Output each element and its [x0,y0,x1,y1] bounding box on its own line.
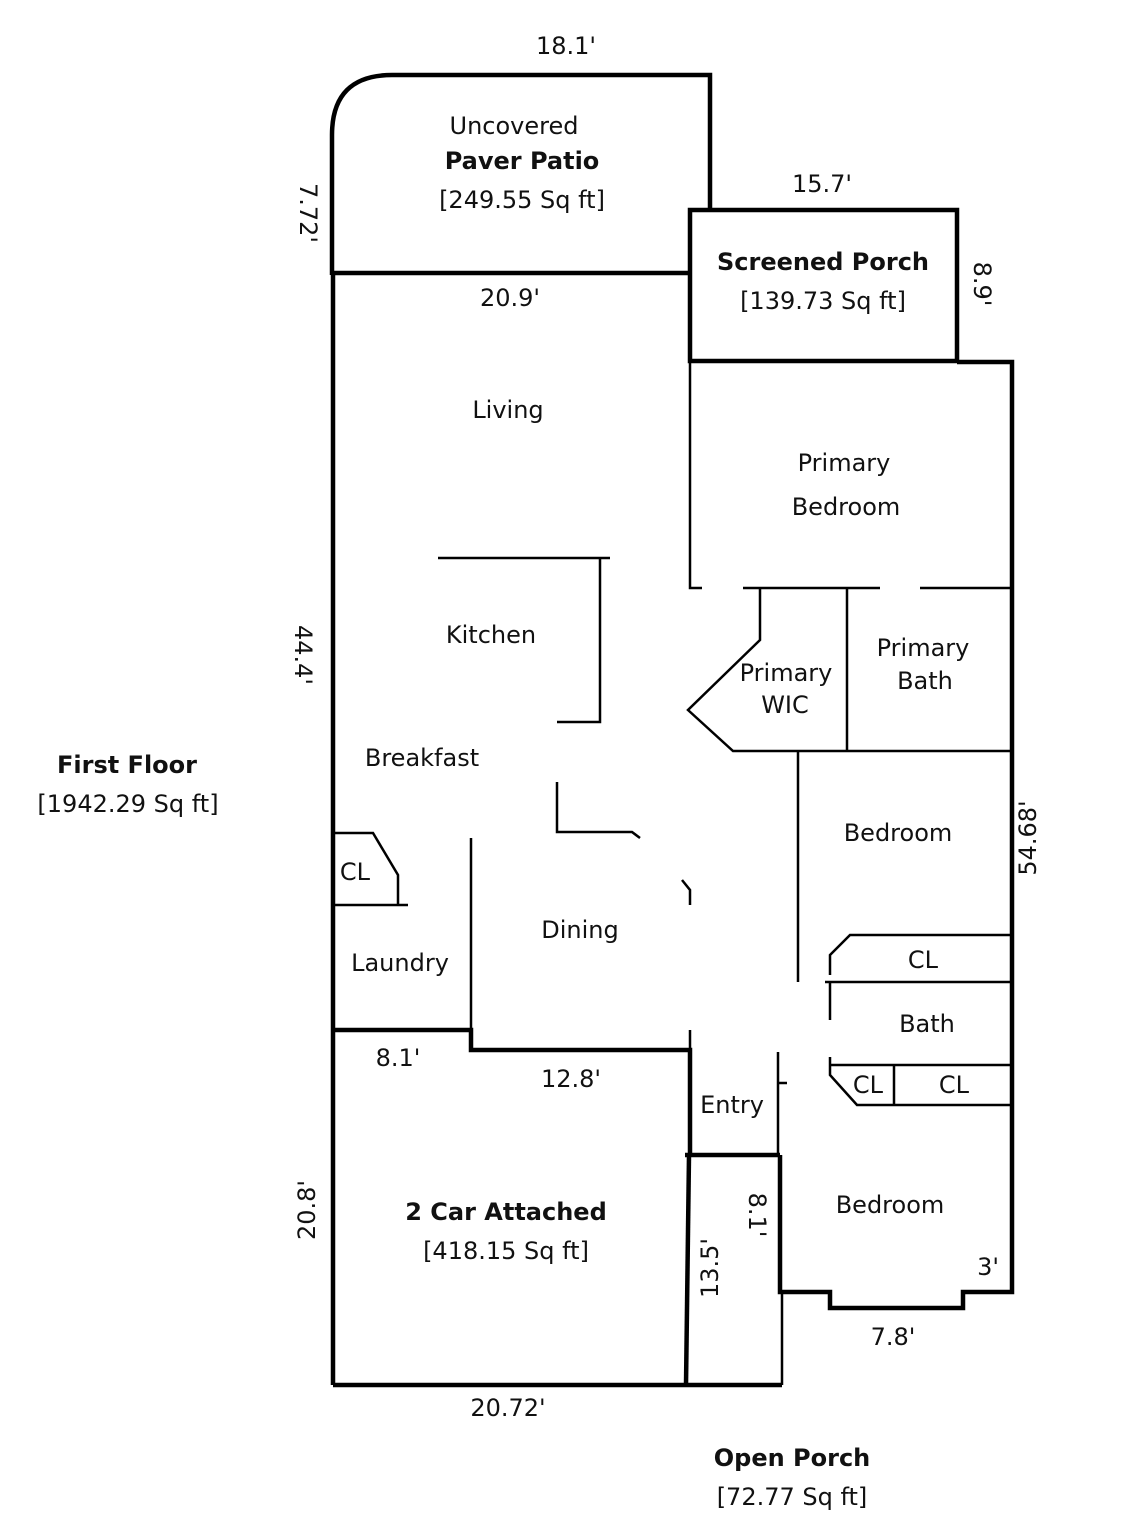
kitchen-label: Kitchen [446,621,536,649]
open-porch-name: Open Porch [714,1444,871,1472]
open-porch-area: [72.77 Sq ft] [717,1483,868,1511]
dim-bay-width: 7.8' [871,1323,916,1351]
dim-patio-side: 7.72' [294,183,322,243]
closet-b-label: CL [939,1071,970,1099]
patio-name: Paver Patio [445,147,600,175]
laundry-closet-label: CL [340,858,371,886]
entry-label: Entry [700,1091,764,1119]
laundry-closet-wall [335,831,408,907]
dim-garage-bottom: 20.72' [470,1394,545,1422]
primary-bedroom-left-wall [688,362,702,590]
wic-label-1: Primary [740,659,833,687]
primary-bedroom-label-1: Primary [798,449,891,477]
dim-porch-width: 8.1' [743,1193,771,1238]
patio-label: Uncovered [450,112,579,140]
labels: 18.1' 7.72' Uncovered Paver Patio [249.5… [37,32,1042,1511]
dim-garage-top-right: 12.8' [541,1065,601,1093]
dim-porch-side: 8.9' [968,262,996,307]
floor-area: [1942.29 Sq ft] [37,790,218,818]
garage-right-wall [683,1154,692,1386]
walls [329,72,1015,1388]
bath-closet-label: CL [908,946,939,974]
dim-porch-depth: 13.5' [696,1238,724,1298]
patio-outline [329,72,713,275]
dim-right-main: 54.68' [1014,800,1042,875]
patio-area: [249.55 Sq ft] [439,186,605,214]
dim-garage-side: 20.8' [293,1180,321,1240]
bedroom-2-label: Bedroom [836,1191,945,1219]
wic-wall [686,588,1010,753]
dining-corner-wall [555,782,692,905]
garage-area: [418.15 Sq ft] [423,1237,589,1265]
garage-name: 2 Car Attached [405,1198,607,1226]
right-exterior-wall [777,359,1015,1311]
screened-porch-area: [139.73 Sq ft] [740,287,906,315]
dim-living-top: 20.9' [480,284,540,312]
primary-bedroom-label-2: Bedroom [792,493,901,521]
breakfast-label: Breakfast [365,744,479,772]
floor-name: First Floor [57,751,197,779]
primary-bath-label-2: Bath [897,667,953,695]
wic-label-2: WIC [761,691,809,719]
screened-porch-outline [687,207,960,364]
primary-bath-label-1: Primary [877,634,970,662]
hall-closets-wall [828,1057,1010,1107]
closet-a-label: CL [853,1071,884,1099]
bath-closet-wall [825,933,1010,1020]
dim-garage-top-left: 8.1' [376,1044,421,1072]
bath-label: Bath [899,1010,955,1038]
dim-bay-side: 3' [977,1253,999,1281]
entry-wall [688,1030,787,1155]
dim-patio-top: 18.1' [536,32,596,60]
living-label: Living [472,396,543,424]
dim-left-main: 44.4' [289,625,317,685]
dim-porch-top: 15.7' [792,170,852,198]
garage-top-wall [333,1027,693,1155]
dining-label: Dining [541,916,618,944]
laundry-label: Laundry [351,949,449,977]
kitchen-wall [438,556,610,724]
screened-porch-name: Screened Porch [717,248,929,276]
bedroom-1-label: Bedroom [844,819,953,847]
